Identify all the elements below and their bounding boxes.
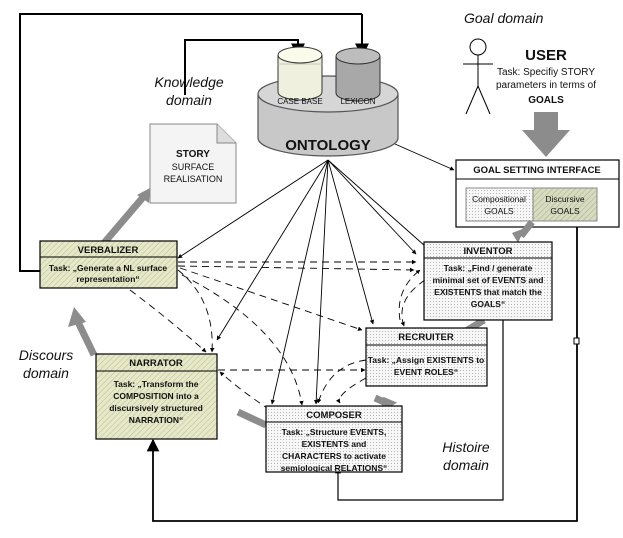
discursive-goals-line-2: GOALS: [550, 206, 580, 216]
knowledge-domain-label-1: Knowledge: [154, 74, 223, 90]
verbalizer-title: VERBALIZER: [78, 245, 139, 256]
dashed-connection-arrows: [129, 259, 426, 411]
lexicon-label: LEXICON: [340, 97, 375, 106]
goal-setting-interface: GOAL SETTING INTERFACE Compositional GOA…: [455, 159, 620, 228]
narrator-task-line-2: COMPOSITION into a: [113, 391, 199, 401]
inventor-module: INVENTOR Task: „Find / generate minimal …: [423, 241, 553, 321]
discours-domain-label-1: Discours: [19, 347, 73, 363]
narrator-title: NARRATOR: [129, 358, 183, 369]
composer-title: COMPOSER: [306, 410, 362, 421]
discours-domain-label-2: domain: [23, 365, 69, 381]
user-task-line-1: Task: Specifiy STORY: [497, 67, 595, 78]
compositional-goals-line-2: GOALS: [484, 206, 514, 216]
story-doc-line-2: SURFACE: [172, 162, 215, 172]
composer-task-line-3: CHARACTERS to activate: [282, 451, 386, 461]
recruiter-task-line-2: EVENT ROLES“: [394, 367, 458, 377]
inventor-task-line-2: minimal set of EVENTS and: [433, 275, 544, 285]
lexicon-cylinder: LEXICON: [335, 47, 381, 106]
verbalizer-task-line-1: Task: „Generate a NL surface: [49, 263, 168, 273]
inventor-task-line-1: Task: „Find / generate: [444, 263, 533, 273]
narrator-task-line-4: NARRATION“: [129, 415, 184, 425]
narrator-module: NARRATOR Task: „Transform the COMPOSITIO…: [95, 353, 218, 440]
line-inventor-to-composer: [335, 318, 504, 501]
story-document-icon: STORY SURFACE REALISATION: [149, 123, 237, 204]
recruiter-title: RECRUITER: [398, 332, 454, 343]
user-task-line-3: GOALS: [528, 95, 564, 106]
histoire-domain-label-2: domain: [443, 457, 489, 473]
user-stick-figure-icon: [463, 38, 493, 115]
ontology-connection-arrows: [177, 143, 455, 405]
composer-task-line-1: Task: „Structure EVENTS,: [282, 427, 387, 437]
compositional-goals-box: [465, 187, 534, 222]
user-to-interface-big-arrow: [522, 112, 570, 157]
goal-domain-label: Goal domain: [464, 10, 544, 26]
narrator-task-line-1: Task: „Transform the: [114, 379, 199, 389]
inventor-title: INVENTOR: [464, 246, 513, 257]
compositional-goals-line-1: Compositional: [472, 194, 526, 204]
verbalizer-module: VERBALIZER Task: „Generate a NL surface …: [39, 240, 178, 289]
ontology-label: ONTOLOGY: [285, 137, 371, 154]
case-base-cylinder: CASE BASE: [277, 46, 323, 106]
recruiter-module: RECRUITER Task: „Assign EXISTENTS to EVE…: [365, 327, 488, 387]
goal-interface-title: GOAL SETTING INTERFACE: [473, 165, 601, 176]
loop-interface-to-narrator: [146, 226, 580, 522]
case-base-label: CASE BASE: [277, 97, 322, 106]
story-doc-line-3: REALISATION: [164, 174, 223, 184]
user-task-line-2: parameters in terms of: [496, 80, 596, 91]
big-flow-arrows: [74, 192, 535, 429]
narrator-task-line-3: discursively structured: [109, 403, 203, 413]
composer-task-line-2: EXISTENTS and: [302, 439, 367, 449]
user-title: USER: [525, 47, 567, 64]
recruiter-task-line-1: Task: „Assign EXISTENTS to: [368, 355, 485, 365]
composer-task-line-4: semiological RELATIONS“: [281, 463, 388, 473]
histoire-domain-label-1: Histoire: [442, 439, 490, 455]
discursive-goals-box: [532, 187, 598, 222]
inventor-task-line-4: GOALS“: [471, 299, 505, 309]
verbalizer-task-line-2: representation“: [76, 274, 139, 284]
knowledge-domain-label-2: domain: [166, 92, 212, 108]
story-doc-line-1: STORY: [176, 149, 210, 160]
inventor-task-line-3: EXISTENTS that match the: [434, 287, 542, 297]
composer-module: COMPOSER Task: „Structure EVENTS, EXISTE…: [265, 405, 403, 473]
discursive-goals-line-1: Discursive: [545, 194, 584, 204]
